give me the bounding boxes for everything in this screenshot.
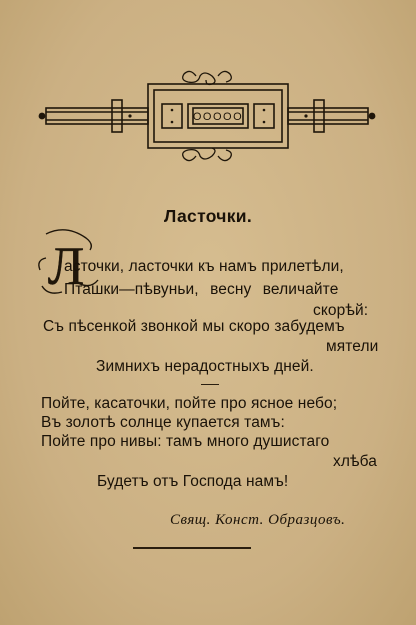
- drop-cap-glyph: Л: [48, 236, 85, 296]
- poem-line-3: скорѣй:: [313, 302, 369, 319]
- poem-line-6: Зимнихъ нерадостныхъ дней.: [96, 358, 314, 375]
- poem-line-9: Пойте про нивы: тамъ много душистаго: [41, 433, 330, 450]
- poem-title: Ласточки.: [163, 206, 252, 226]
- poem-line-2: Пташки—пѣвуньи, весну величайте: [64, 281, 339, 298]
- stanza-divider: [201, 384, 219, 385]
- poem-line-4: Съ пѣсенкой звонкой мы скоро забудемъ: [43, 318, 345, 335]
- poem-line-10: хлѣба: [333, 453, 377, 470]
- ornament-center-label: OOOOO: [193, 111, 243, 123]
- poem-line-7: Пойте, касаточки, пойте про ясное небо;: [41, 395, 338, 412]
- poem-line-8: Въ золотѣ солнце купается тамъ:: [41, 414, 285, 431]
- poem-line-5: мятели: [326, 338, 379, 355]
- signature: Свящ. Конст. Образцовъ.: [170, 512, 346, 528]
- drop-cap-letter: Л: [38, 229, 99, 296]
- poem-line-11: Будетъ отъ Господа намъ!: [97, 473, 289, 490]
- header-ornament: OOOOO: [38, 70, 376, 162]
- closing-rule: [133, 547, 251, 549]
- poem-line-1: асточки, ласточки къ намъ прилетѣли,: [64, 258, 344, 275]
